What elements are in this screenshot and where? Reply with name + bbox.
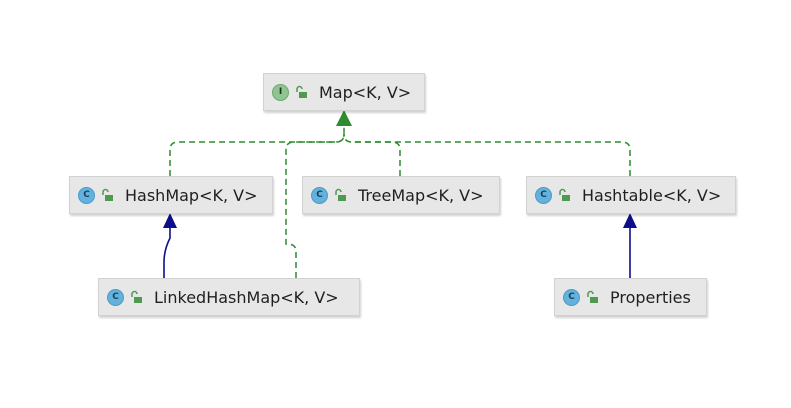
node-label: TreeMap<K, V>: [358, 185, 484, 205]
open-lock-icon: [587, 290, 598, 303]
node-hashtable-class[interactable]: C Hashtable<K, V>: [526, 176, 736, 214]
node-label: Properties: [610, 287, 691, 307]
node-label: HashMap<K, V>: [125, 185, 258, 205]
extends-arrowhead-hashtable: [623, 213, 637, 228]
edge-treemap-implements-map: [343, 133, 401, 176]
extends-arrowhead-hashmap: [163, 213, 177, 228]
class-icon: C: [78, 186, 95, 204]
edge-hashmap-implements-map: [169, 112, 345, 176]
class-icon: C: [535, 186, 552, 204]
node-linkedhashmap-class[interactable]: C LinkedHashMap<K, V>: [98, 278, 360, 316]
open-lock-icon: [559, 188, 570, 201]
class-icon: C: [107, 288, 124, 306]
class-icon: C: [563, 288, 580, 306]
node-hashmap-class[interactable]: C HashMap<K, V>: [69, 176, 273, 214]
node-label: Map<K, V>: [319, 82, 412, 102]
implements-arrowhead: [336, 110, 352, 126]
open-lock-icon: [296, 85, 307, 98]
node-label: LinkedHashMap<K, V>: [154, 287, 339, 307]
interface-icon: I: [272, 83, 289, 101]
edge-linkedhashmap-implements-map: [285, 133, 345, 278]
node-properties-class[interactable]: C Properties: [554, 278, 707, 316]
open-lock-icon: [335, 188, 346, 201]
edge-hashtable-implements-map: [343, 133, 631, 176]
edge-linkedhashmap-extends-hashmap: [163, 226, 171, 278]
class-icon: C: [311, 186, 328, 204]
node-treemap-class[interactable]: C TreeMap<K, V>: [302, 176, 500, 214]
node-label: Hashtable<K, V>: [582, 185, 722, 205]
open-lock-icon: [131, 290, 142, 303]
node-map-interface[interactable]: I Map<K, V>: [263, 73, 425, 111]
open-lock-icon: [102, 188, 113, 201]
